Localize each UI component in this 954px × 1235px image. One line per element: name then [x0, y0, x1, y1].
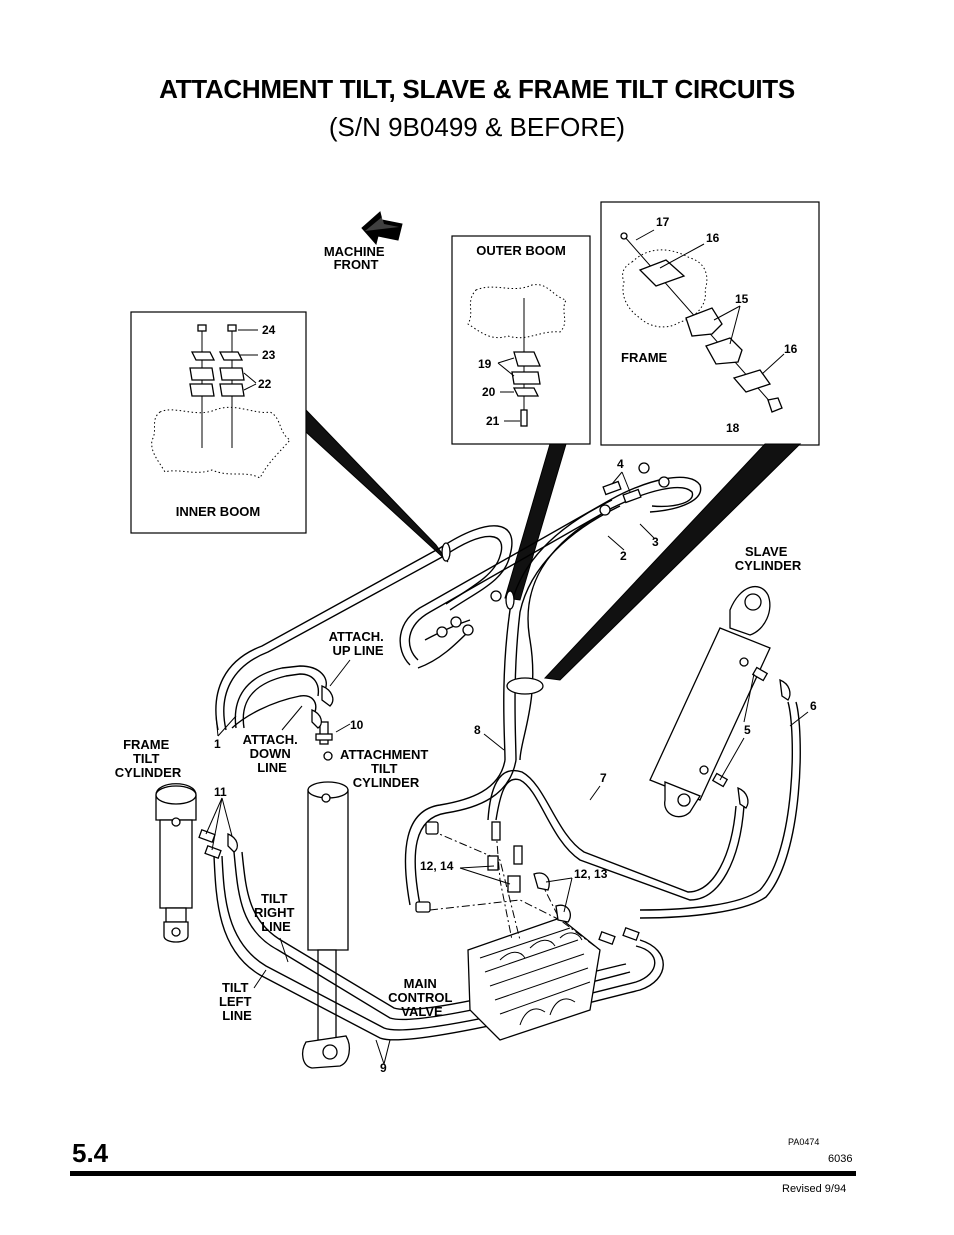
leader-9b: [383, 1039, 391, 1065]
callout-16a: 16: [706, 231, 720, 245]
page-subtitle: (S/N 9B0499 & BEFORE): [328, 112, 626, 142]
leader-10: [335, 723, 351, 733]
page-number: 5.4: [72, 1138, 109, 1168]
leader-1a: [215, 715, 219, 737]
callout-18: 18: [726, 421, 740, 435]
callout-2: 2: [620, 549, 627, 563]
callout-20: 20: [482, 385, 496, 399]
outer-boom-pointer: [504, 443, 567, 601]
callout-15: 15: [735, 292, 749, 306]
frame-parts: [620, 229, 785, 413]
leader-7: [589, 785, 601, 801]
tilt-left-line-label: TILT LEFT LINE: [219, 980, 255, 1023]
inner-boom-pointer: [305, 408, 449, 563]
leader-3: [639, 523, 655, 539]
callout-3: 3: [652, 535, 659, 549]
callout-23: 23: [262, 348, 276, 362]
slave-cylinder-label: SLAVE CYLINDER: [735, 544, 802, 573]
callout-12-13: 12, 13: [574, 867, 608, 881]
main-control-valve: [467, 917, 640, 1041]
machine-front-arrow-icon: [361, 211, 403, 246]
callout-7: 7: [600, 771, 607, 785]
main-control-valve-label: MAIN CONTROL VALVE: [388, 976, 456, 1019]
tilt-right-line-label: TILT RIGHT LINE: [254, 891, 298, 934]
callout-9: 9: [380, 1061, 387, 1075]
hose-6-b: [639, 701, 801, 919]
callout-24: 24: [262, 323, 276, 337]
boom-hoses: [215, 476, 702, 761]
hose-7-b: [487, 769, 737, 893]
callout-4: 4: [617, 457, 624, 471]
hose-6-a: [639, 701, 793, 911]
callout-5: 5: [744, 723, 751, 737]
inner-boom-label: INNER BOOM: [176, 504, 261, 519]
leader-12-14b: [459, 867, 511, 885]
leader-down-line: [281, 705, 303, 731]
outer-boom-inset: [451, 235, 591, 445]
attach-down-line-label: ATTACH. DOWN LINE: [243, 732, 302, 775]
callout-6: 6: [810, 699, 817, 713]
frame-label: FRAME: [621, 350, 668, 365]
callout-8: 8: [474, 723, 481, 737]
leader-5: [743, 673, 755, 723]
callout-21: 21: [486, 414, 500, 428]
callout-16b: 16: [784, 342, 798, 356]
leader-11c: [221, 797, 233, 837]
outer-boom-parts: [467, 284, 567, 427]
callout-11: 11: [214, 785, 227, 799]
leader-1b: [217, 715, 237, 737]
callout-17: 17: [656, 215, 670, 229]
outer-boom-label: OUTER BOOM: [476, 243, 566, 258]
doc-number: 6036: [828, 1153, 853, 1165]
valve-fittings: [415, 821, 601, 951]
callout-22: 22: [258, 377, 272, 391]
fittings-10: [311, 685, 334, 761]
leader-8: [483, 733, 505, 751]
hose-9-b: [221, 855, 656, 1031]
revised-date: Revised 9/94: [782, 1183, 847, 1195]
leader-11b: [211, 797, 223, 851]
hose-8-a: [404, 759, 506, 906]
callout-19: 19: [478, 357, 492, 371]
machine-front-label: MACHINE FRONT: [324, 244, 388, 272]
inner-boom-parts: [151, 324, 291, 479]
attach-up-line-label: ATTACH. UP LINE: [329, 629, 388, 658]
fittings-mid: [436, 590, 502, 638]
frame-pointer: [543, 443, 802, 681]
leader-tilt-right: [279, 937, 289, 963]
callout-10: 10: [350, 718, 364, 732]
fittings-4: [599, 462, 670, 516]
hose-7-a: [495, 778, 745, 901]
figure-code: PA0474: [788, 1137, 820, 1147]
frame-tilt-cylinder-label: FRAME TILT CYLINDER: [115, 737, 182, 780]
page-title: ATTACHMENT TILT, SLAVE & FRAME TILT CIRC…: [159, 74, 795, 104]
inner-boom-inset: [130, 311, 307, 534]
frame-tilt-cylinder: [155, 783, 239, 943]
slave-cylinder: [649, 586, 791, 818]
attachment-tilt-cylinder-label: ATTACHMENT TILT CYLINDER: [340, 747, 432, 790]
callout-1: 1: [214, 737, 221, 751]
leader-tilt-left: [253, 969, 267, 989]
callout-12-14: 12, 14: [420, 859, 454, 873]
leader-11a: [205, 797, 223, 835]
leader-12-13a: [545, 877, 573, 883]
leader-12-13b: [563, 877, 573, 913]
attachment-tilt-cylinder: [301, 781, 351, 1069]
leader-9a: [375, 1039, 385, 1065]
footer-rule: [70, 1171, 856, 1176]
hose-9-a: [213, 855, 664, 1041]
leader-2: [607, 535, 625, 551]
hose-8-b: [414, 759, 517, 906]
leader-up-line: [329, 659, 351, 687]
leader-5b: [719, 737, 745, 781]
leader-12-14a: [459, 865, 495, 869]
